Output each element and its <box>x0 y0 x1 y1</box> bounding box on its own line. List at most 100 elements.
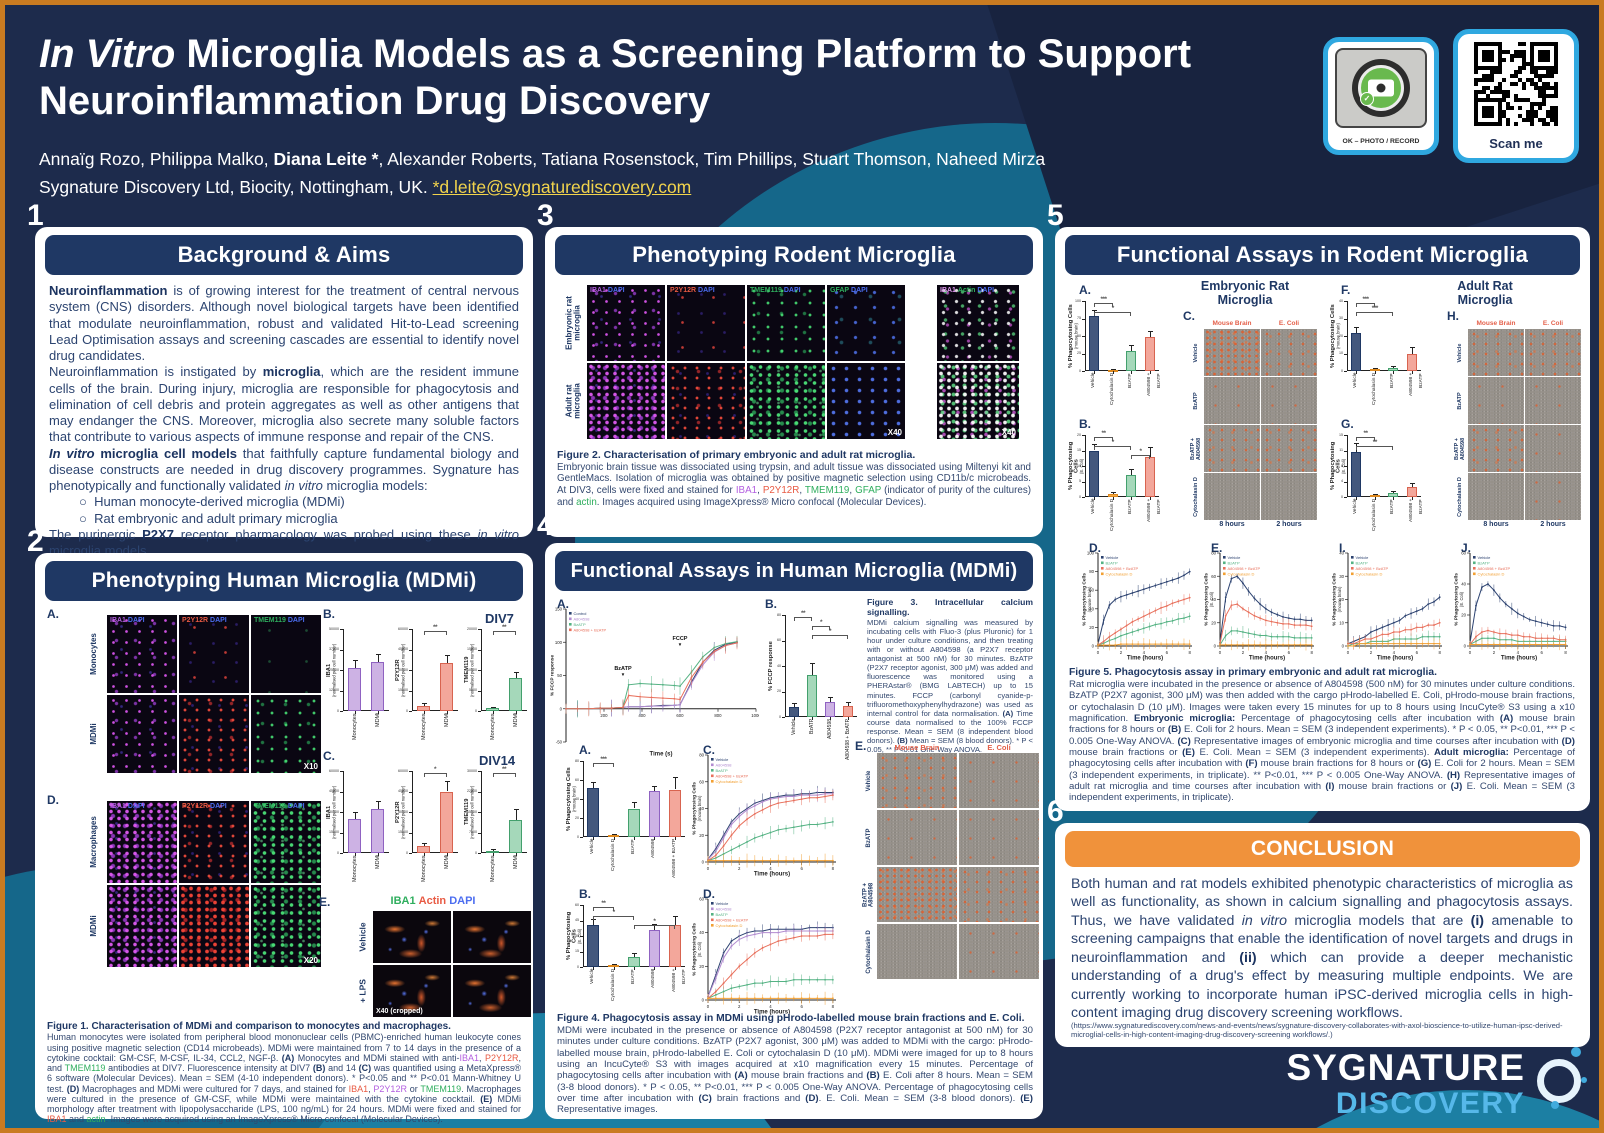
bar <box>440 663 453 711</box>
bar <box>1406 353 1417 371</box>
email-link[interactable]: *d.leite@sygnaturediscovery.com <box>432 177 692 197</box>
svg-text:Vehicle: Vehicle <box>1228 555 1242 560</box>
grid-row-label: Cytochalasin D <box>1456 476 1463 517</box>
micrograph-tile <box>667 363 745 439</box>
bar <box>628 956 640 967</box>
iba1-actin-dapi-title: IBA1 Actin DAPI <box>390 895 476 907</box>
micrograph-tile <box>1261 329 1317 376</box>
poster-title: In Vitro Microglia Models as a Screening… <box>39 32 1192 123</box>
panel-label-h: H. <box>1447 309 1459 323</box>
grid-bottom-label: 8 hours <box>1483 521 1509 528</box>
grid-row-label: Vehicle <box>1456 343 1463 362</box>
svg-text:400: 400 <box>638 713 646 718</box>
bar <box>348 818 361 853</box>
bullet-item: ○ Rat embryonic and adult primary microg… <box>79 510 338 526</box>
svg-text:FCCP: FCCP <box>673 636 688 642</box>
panel-label-i: I. <box>1339 541 1346 555</box>
qr-badge[interactable]: Scan me <box>1453 29 1579 163</box>
affiliation: Sygnature Discovery Ltd, Biocity, Nottin… <box>39 177 691 198</box>
bar <box>348 668 361 711</box>
svg-text:A804598: A804598 <box>574 616 591 621</box>
background-aims-text: Neuroinflammation is of growing interest… <box>49 283 519 559</box>
grid-row-label: Vehicle <box>1192 343 1199 362</box>
qr-code[interactable] <box>1474 42 1558 126</box>
bar <box>440 791 453 853</box>
grid-col-header: Mouse Brain <box>894 743 940 752</box>
svg-text:60: 60 <box>1089 588 1094 593</box>
section-tab-2: 2 <box>27 525 44 558</box>
svg-text:Time (hours): Time (hours) <box>754 872 790 878</box>
bar-category-label: Monocytes <box>489 855 496 882</box>
panel-label-c: C. <box>323 749 335 763</box>
conclusion-title: CONCLUSION <box>1250 837 1395 860</box>
svg-text:BzATP: BzATP <box>614 666 632 672</box>
panel-label-b: B. <box>1079 417 1091 431</box>
svg-text:600: 600 <box>676 713 684 718</box>
bar <box>486 708 499 711</box>
bar-category-label: A804598 <box>651 969 657 989</box>
significance-stars: ** <box>800 610 806 617</box>
micrograph-tile: IBA1 Actin DAPI <box>937 285 1019 361</box>
channel-label: TMEM119 DAPI <box>750 287 801 294</box>
grid-row-label: Macrophages <box>88 816 98 868</box>
significance-stars: * <box>653 918 656 925</box>
micrograph-tile <box>877 867 957 922</box>
bar-category-label: BzATP <box>631 839 636 854</box>
conclusion-url[interactable]: (https://www.sygnaturediscovery.com/news… <box>1071 1021 1563 1040</box>
svg-text:Cytochalasin D: Cytochalasin D <box>716 779 743 784</box>
svg-text:% Phagocytosing Cells: % Phagocytosing Cells <box>1082 573 1088 626</box>
bar <box>1144 456 1155 497</box>
significance-stars: ** <box>1363 430 1368 437</box>
bar <box>788 706 800 717</box>
micrograph-tile <box>959 924 1039 979</box>
micrograph-tile <box>1204 329 1260 376</box>
bar <box>1388 367 1399 371</box>
bar-category-label: Cytochalasin D <box>1371 373 1377 406</box>
bar-category-label: Vehicle <box>590 839 596 855</box>
svg-text:20: 20 <box>699 833 704 838</box>
panel-label-f: F. <box>1341 283 1351 297</box>
micrograph-tile: X40 <box>937 363 1019 439</box>
bullet-text: Human monocyte-derived microglia (MDMi) <box>94 494 345 510</box>
grid-col-header: E. Coli <box>1278 320 1300 327</box>
svg-text:40: 40 <box>1461 582 1466 587</box>
svg-text:0: 0 <box>707 866 710 871</box>
magnification-label: X40 <box>887 428 902 437</box>
micrograph-tile <box>877 924 957 979</box>
magnification-label: X40 (cropped) <box>376 1008 423 1015</box>
svg-text:2: 2 <box>1242 650 1245 655</box>
bar <box>1126 475 1137 497</box>
figure1-title: Figure 1. Characterisation of MDMi and c… <box>47 1021 451 1032</box>
micrograph-tile <box>179 695 249 773</box>
panel1-header: Background & Aims <box>45 235 523 275</box>
significance-stars: * <box>1111 305 1115 312</box>
significance-stars: ** <box>501 624 507 631</box>
bar-category-label: Cytochalasin D <box>610 969 616 1002</box>
grid-col-header: Mouse Brain <box>1476 320 1516 327</box>
micrograph-tile <box>959 867 1039 922</box>
svg-text:% Phagocytosing Cells: % Phagocytosing Cells <box>1454 573 1460 626</box>
bar <box>842 705 854 717</box>
svg-text:2: 2 <box>738 1004 741 1009</box>
bar <box>371 661 384 711</box>
svg-text:Vehicle: Vehicle <box>716 901 730 906</box>
panel-label-d: D. <box>1089 541 1101 555</box>
svg-text:4: 4 <box>1265 650 1268 655</box>
svg-text:0: 0 <box>1347 650 1350 655</box>
bar <box>1126 351 1137 371</box>
svg-text:6: 6 <box>800 1004 803 1009</box>
significance-stars: ** <box>432 624 438 631</box>
svg-text:0: 0 <box>1097 650 1100 655</box>
svg-text:0: 0 <box>702 860 705 865</box>
svg-text:40: 40 <box>1211 597 1216 602</box>
micrograph-tile: TMEM119 DAPI <box>251 801 321 883</box>
figure2-body: Embryonic brain tissue was dissociated u… <box>557 461 1031 508</box>
micrograph-tile <box>1525 425 1581 472</box>
significance-stars: ** <box>601 900 606 907</box>
grid-row-label: + LPS <box>357 979 368 1003</box>
micrograph-tile: P2Y12R DAPI <box>667 285 745 361</box>
